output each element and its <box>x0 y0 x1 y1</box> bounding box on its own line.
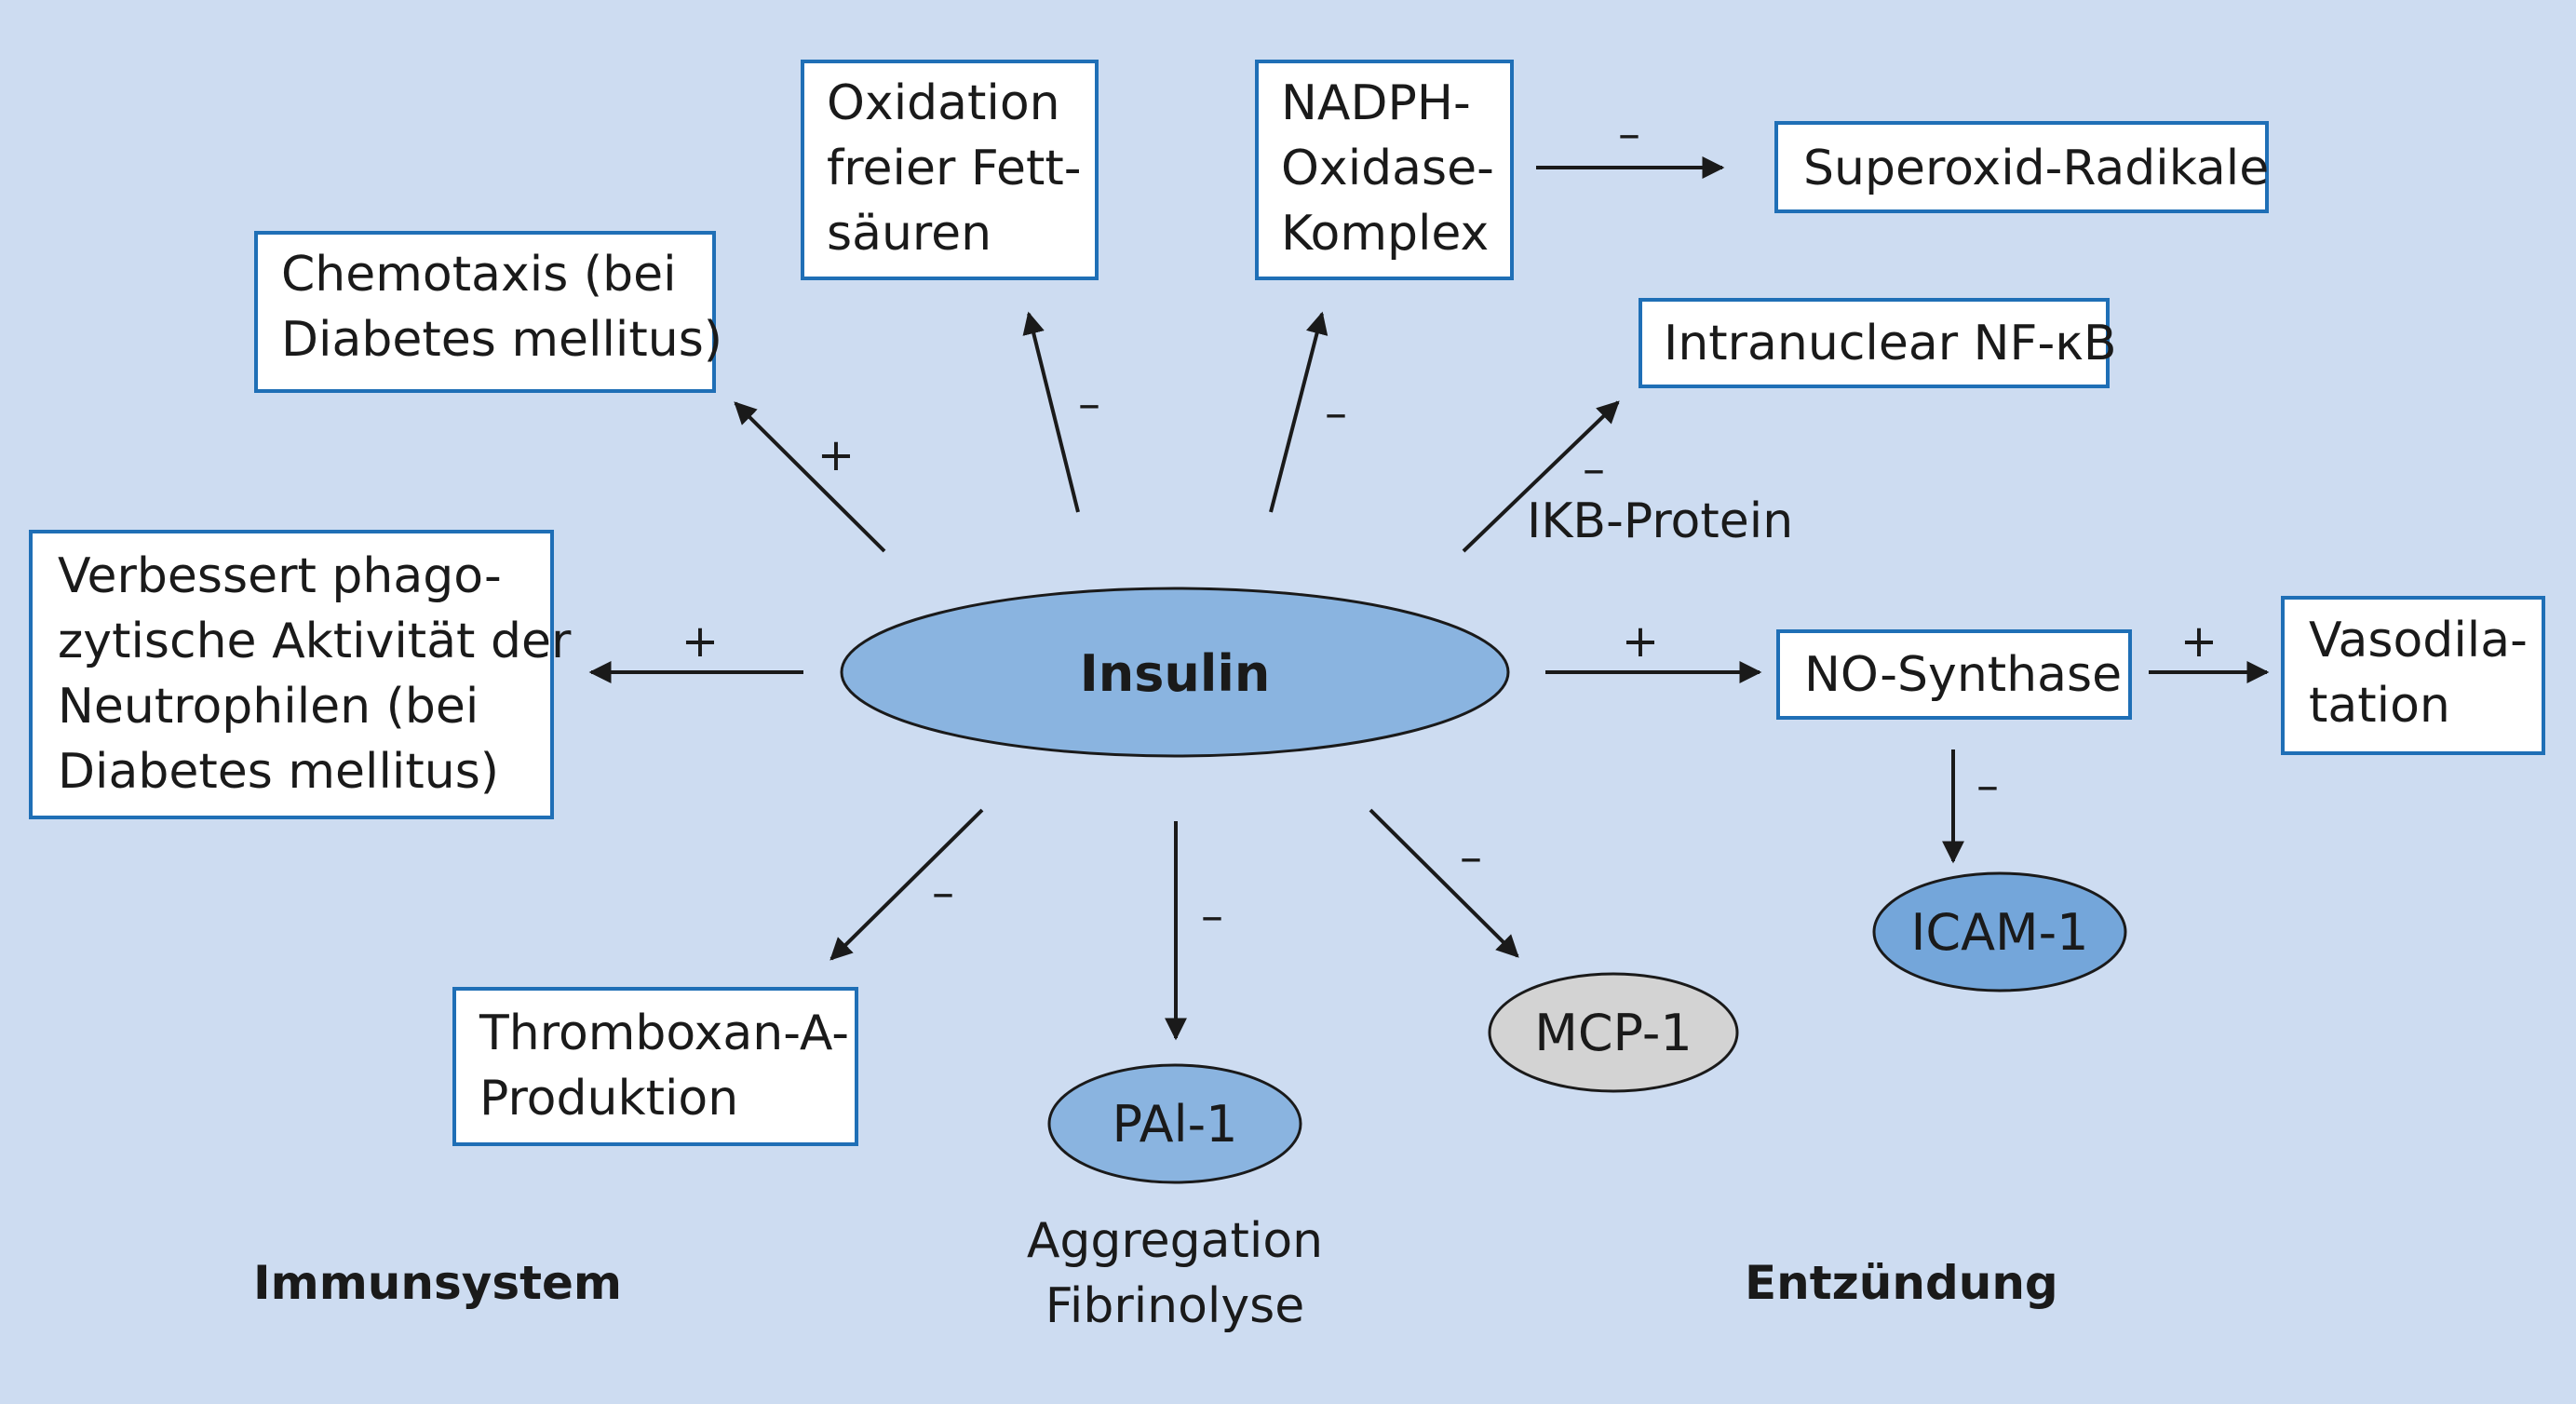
sign-pai: – <box>1201 890 1223 942</box>
sign-phago: + <box>681 615 719 668</box>
oxidation-box: Oxidation freier Fett-säuren <box>801 60 1099 280</box>
entzuendung-label: Entzündung <box>1745 1256 2058 1310</box>
pai-caption-line-1: Aggregation <box>1027 1213 1323 1269</box>
sign-vasodilatation: + <box>2180 615 2218 668</box>
svg-text:Intranuclear NF-κB: Intranuclear NF-κB <box>1664 316 2117 371</box>
no-synthase-box: NO-Synthase <box>1776 629 2132 720</box>
nadph-box: NADPH- Oxidase- Komplex <box>1255 60 1514 280</box>
pai-oval <box>1047 1063 1302 1184</box>
svg-text:Superoxid-Radikale: Superoxid-Radikale <box>1803 141 2269 196</box>
svg-text:NADPH-Oxidase-Komplex: NADPH- Oxidase- Komplex <box>1281 75 1494 262</box>
sign-nadph: – <box>1325 387 1347 439</box>
superoxid-box: Superoxid-Radikale <box>1774 121 2269 213</box>
sign-thromboxan: – <box>932 867 954 919</box>
chemotaxis-line-1: Chemotaxis (bei <box>281 247 677 303</box>
icam-oval <box>1872 871 2127 992</box>
insulin-oval <box>840 587 1510 758</box>
phago-line-3: Neutrophilen (bei <box>58 679 479 735</box>
arrow-to-chemotaxis <box>734 401 886 553</box>
svg-text:Vasodila-tation: Vasodila-tation <box>2309 613 2528 734</box>
sign-chemotaxis: + <box>817 429 855 481</box>
pai-caption-line-2: Fibrinolyse <box>1045 1278 1304 1334</box>
vasodilatation-line-2: tation <box>2309 678 2450 734</box>
phago-line-4: Diabetes mellitus) <box>58 744 499 800</box>
mcp-oval <box>1488 972 1739 1093</box>
thromboxan-box: Thromboxan-A- Produktion <box>452 987 858 1146</box>
sign-no-synthase: + <box>1622 615 1659 668</box>
sign-oxidation: – <box>1078 378 1100 430</box>
ikb-protein-label: IKB-Protein <box>1527 493 1793 549</box>
phago-line-2: zytische Aktivität der <box>58 614 572 669</box>
svg-text:NO-Synthase: NO-Synthase <box>1804 647 2122 703</box>
oxidation-line-2: freier Fett- <box>827 141 1081 196</box>
sign-superoxid: – <box>1618 108 1640 160</box>
oxidation-line-3: säuren <box>827 206 991 262</box>
svg-text:Verbessert phago-zytische Akti: Verbessert phago-zytische Aktivität derN… <box>58 548 572 800</box>
thromboxan-line-2: Produktion <box>479 1071 738 1127</box>
svg-text:Thromboxan-A-Produktion: Thromboxan-A- Produktion <box>479 1006 849 1127</box>
nadph-line-1: NADPH- <box>1281 75 1471 131</box>
mcp-label: MCP-1 <box>1534 1004 1693 1062</box>
nadph-line-3: Komplex <box>1281 206 1489 262</box>
nadph-line-2: Oxidase- <box>1281 141 1494 196</box>
sign-nfkb: – <box>1583 443 1605 495</box>
arrow-to-oxidation <box>1022 311 1080 513</box>
superoxid-line-1: Superoxid-Radikale <box>1803 141 2269 196</box>
sign-mcp: – <box>1460 831 1482 884</box>
vasodilatation-line-1: Vasodila- <box>2309 613 2528 668</box>
insulin-label: Insulin <box>1080 644 1271 703</box>
arrow-to-mcp <box>1369 808 1519 958</box>
nfkb-line-1: Intranuclear NF-κB <box>1664 316 2117 371</box>
no-synthase-line-1: NO-Synthase <box>1804 647 2122 703</box>
chemotaxis-line-2: Diabetes mellitus) <box>281 312 722 368</box>
arrow-to-thromboxan <box>829 808 984 961</box>
arrow-to-nadph <box>1269 311 1328 513</box>
icam-label: ICAM-1 <box>1910 903 2088 962</box>
sign-icam: – <box>1976 760 1999 812</box>
vasodilatation-box: Vasodila-tation <box>2281 596 2545 755</box>
thromboxan-line-1: Thromboxan-A- <box>479 1006 849 1061</box>
oxidation-line-1: Oxidation <box>827 75 1060 131</box>
nfkb-box: Intranuclear NF-κB <box>1639 298 2117 388</box>
phago-line-1: Verbessert phago- <box>58 548 502 604</box>
arrow-to-nfkb <box>1462 400 1620 553</box>
pai-label: PAl-1 <box>1113 1095 1238 1154</box>
immunsystem-label: Immunsystem <box>253 1256 622 1310</box>
